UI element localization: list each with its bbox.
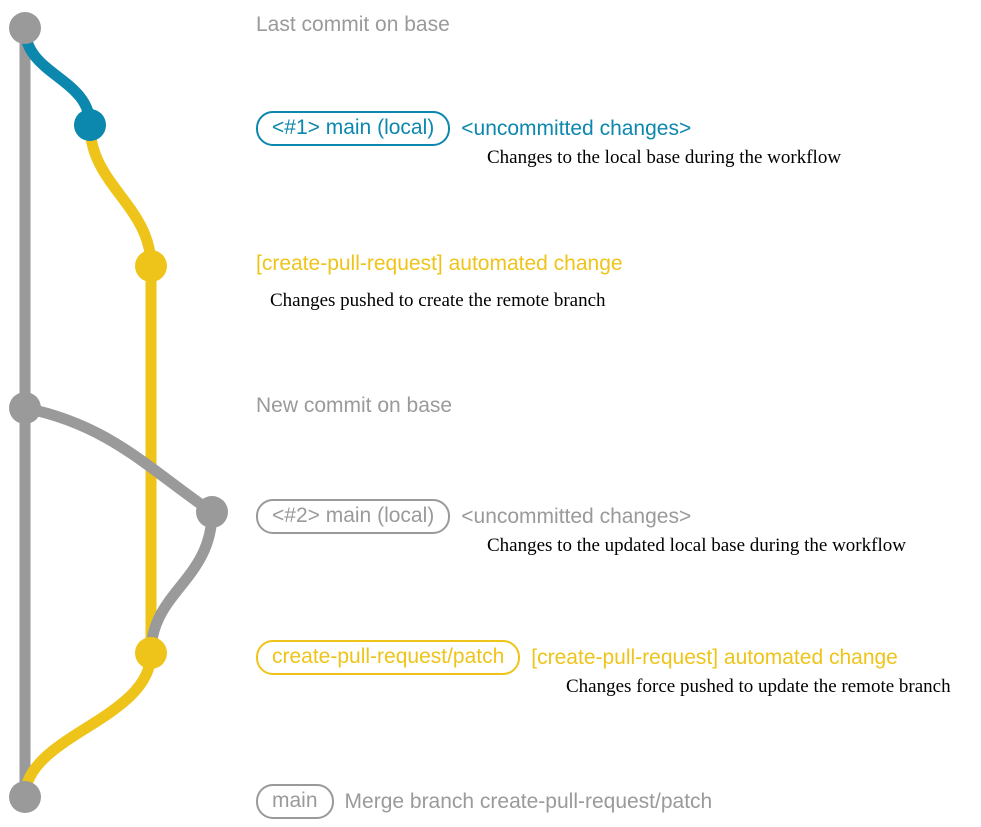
- nodes-layer: [9, 12, 228, 813]
- commit-subject-main-local-1: <uncommitted changes>: [461, 117, 692, 140]
- commit-row-main-local-1: <#1> main (local) <uncommitted changes>: [256, 111, 691, 146]
- edge-local-2-to-patch-2: [145, 506, 218, 659]
- node-merge-commit[interactable]: [9, 781, 41, 813]
- node-last-commit-on-base[interactable]: [9, 12, 41, 44]
- commit-row-head: [create-pull-request] automated change: [256, 253, 623, 274]
- commit-subject-automated-change-1: [create-pull-request] automated change: [256, 252, 623, 275]
- commit-row-new-commit-on-base: New commit on base: [256, 395, 452, 416]
- commit-row-automated-change-1: [create-pull-request] automated change: [256, 253, 623, 274]
- branch-label-merge-commit[interactable]: main: [256, 784, 334, 819]
- edge-base-2-to-local-2: [19, 402, 218, 518]
- commit-subject-main-local-2: <uncommitted changes>: [461, 505, 692, 528]
- commit-row-head: New commit on base: [256, 395, 452, 416]
- branch-label-main-local-1[interactable]: <#1> main (local): [256, 111, 451, 146]
- commit-subject-new-commit-on-base: New commit on base: [256, 394, 453, 417]
- node-automated-change-2[interactable]: [135, 637, 167, 669]
- commit-row-head: main Merge branch create-pull-request/pat…: [256, 784, 712, 819]
- commit-row-main-local-2: <#2> main (local) <uncommitted changes>: [256, 499, 691, 534]
- commit-subject-automated-change-2: [create-pull-request] automated change: [531, 646, 898, 669]
- node-automated-change-1[interactable]: [135, 250, 167, 282]
- commit-description-main-local-1: Changes to the local base during the wor…: [487, 147, 842, 168]
- edge-local-1-to-patch-1: [84, 119, 157, 272]
- commit-description-automated-change-1: Changes pushed to create the remote bran…: [270, 290, 606, 311]
- branch-label-automated-change-2[interactable]: create-pull-request/patch: [256, 640, 521, 675]
- commit-row-automated-change-2: create-pull-request/patch [create-pull-re…: [256, 640, 898, 675]
- commit-row-head: Last commit on base: [256, 14, 450, 35]
- branch-label-main-local-2[interactable]: <#2> main (local): [256, 499, 451, 534]
- node-new-commit-on-base[interactable]: [9, 392, 41, 424]
- node-main-local-2[interactable]: [196, 496, 228, 528]
- commit-subject-last-commit-on-base: Last commit on base: [256, 13, 450, 36]
- commit-description-automated-change-2: Changes force pushed to update the remot…: [566, 676, 951, 697]
- commit-row-head: <#2> main (local) <uncommitted changes>: [256, 499, 691, 534]
- commit-subject-merge-commit: Merge branch create-pull-request/patch: [344, 790, 713, 813]
- commit-row-merge-commit: main Merge branch create-pull-request/pat…: [256, 784, 712, 819]
- edge-patch-2-to-merge: [19, 647, 157, 803]
- commit-row-head: <#1> main (local) <uncommitted changes>: [256, 111, 691, 146]
- node-main-local-1[interactable]: [74, 109, 106, 141]
- commit-row-last-commit-on-base: Last commit on base: [256, 14, 450, 35]
- commit-description-main-local-2: Changes to the updated local base during…: [487, 535, 906, 556]
- commit-row-head: create-pull-request/patch [create-pull-re…: [256, 640, 898, 675]
